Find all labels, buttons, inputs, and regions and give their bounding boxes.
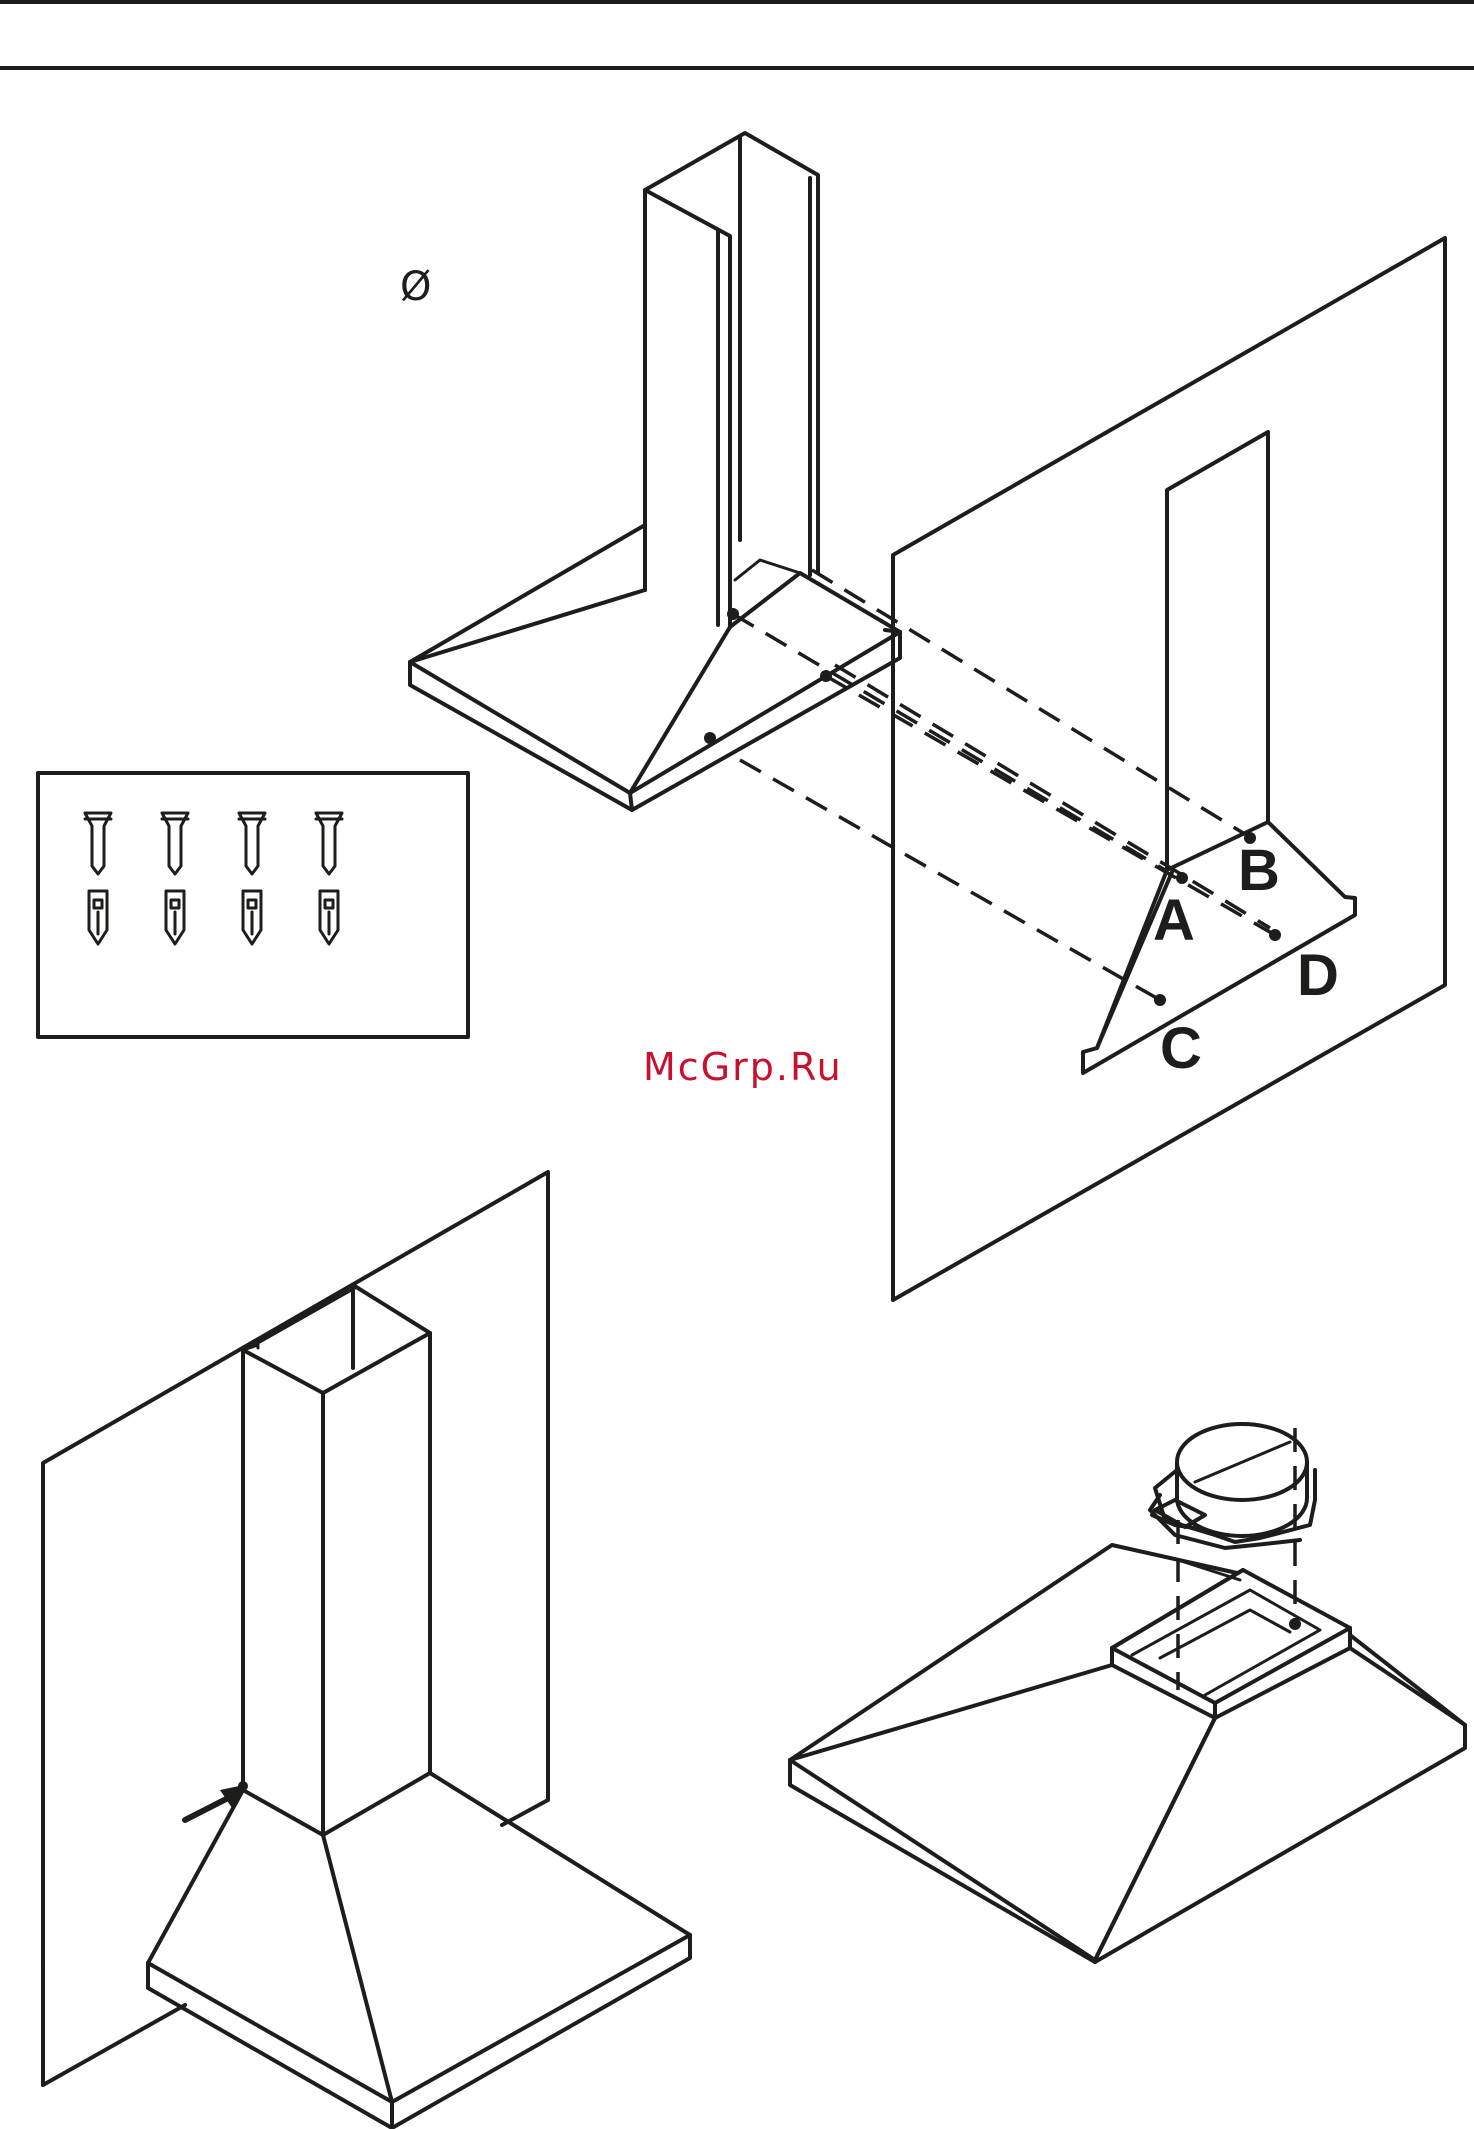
exhaust-collar (1150, 1424, 1315, 1548)
wall-plug-slot (171, 900, 179, 908)
wall-panel (893, 238, 1445, 1300)
watermark: McGrp.Ru (643, 1045, 843, 1089)
diameter-symbol: Ø (400, 264, 431, 310)
installed-hood-view (43, 1172, 690, 2128)
wall-plug-slot (248, 900, 256, 908)
point-c-label: C (1160, 1016, 1202, 1081)
chimney-installed (243, 1285, 430, 1835)
hardware-kit-box (38, 773, 468, 1037)
screw-icon (85, 813, 111, 874)
hood-exploded-view (410, 133, 1275, 1000)
screw-icon (239, 813, 265, 874)
chimney-duct (645, 133, 818, 627)
hood-body (410, 525, 900, 810)
screw-icon (316, 813, 342, 874)
wall-plug-slot (94, 900, 102, 908)
hood-outlet-view (790, 1424, 1465, 1962)
header-rules (0, 2, 1474, 68)
screw-icon (162, 813, 188, 874)
point-d-label: D (1297, 943, 1339, 1008)
point-b-label: B (1238, 838, 1280, 903)
hood-installed (148, 1773, 690, 2128)
point-a-label: A (1153, 888, 1195, 953)
wall-plug-slot (325, 900, 333, 908)
